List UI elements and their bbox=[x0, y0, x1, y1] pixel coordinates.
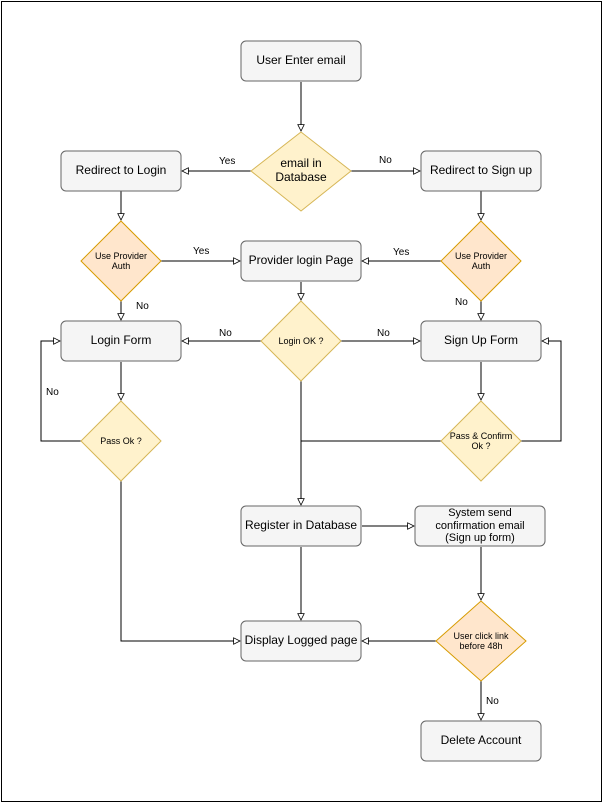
edge-label-provider-left-yes: Yes bbox=[193, 246, 210, 257]
pass-ok-diamond bbox=[80, 400, 162, 482]
login-ok-diamond bbox=[260, 300, 342, 382]
pass-confirm-ok-diamond bbox=[440, 400, 522, 482]
edge-label-email-yes: Yes bbox=[219, 156, 236, 167]
user-click-link-diamond bbox=[435, 600, 527, 682]
edge-pass-ok-to-display bbox=[120, 481, 240, 641]
signup-form-box bbox=[420, 320, 542, 362]
edge-label-email-no: No bbox=[379, 155, 392, 166]
edge-label-click-link-no: No bbox=[486, 696, 499, 707]
register-database-box bbox=[240, 505, 362, 547]
edge-pass-ok-no-loop bbox=[40, 341, 81, 442]
delete-account-box bbox=[420, 720, 542, 762]
edge-label-pass-ok-no: No bbox=[46, 387, 59, 398]
login-form-box bbox=[60, 320, 182, 362]
redirect-signup-box bbox=[420, 150, 542, 192]
redirect-login-box bbox=[60, 150, 182, 192]
email-in-database-diamond bbox=[250, 131, 352, 212]
user-enter-email-box bbox=[240, 40, 362, 82]
edge-label-login-ok-no-right: No bbox=[377, 328, 390, 339]
use-provider-auth-left-diamond bbox=[80, 220, 162, 302]
edge-label-provider-right-yes: Yes bbox=[393, 247, 410, 258]
edge-label-login-ok-no-left: No bbox=[219, 328, 232, 339]
use-provider-auth-right-diamond bbox=[440, 220, 522, 302]
edge-pass-confirm-no-loop bbox=[521, 341, 562, 442]
edge-label-provider-left-no: No bbox=[136, 301, 149, 312]
system-send-email-box bbox=[414, 505, 546, 547]
provider-login-page-box bbox=[240, 240, 362, 282]
edge-label-provider-right-no: No bbox=[455, 297, 468, 308]
edges bbox=[40, 82, 562, 720]
display-logged-page-box bbox=[240, 620, 362, 662]
